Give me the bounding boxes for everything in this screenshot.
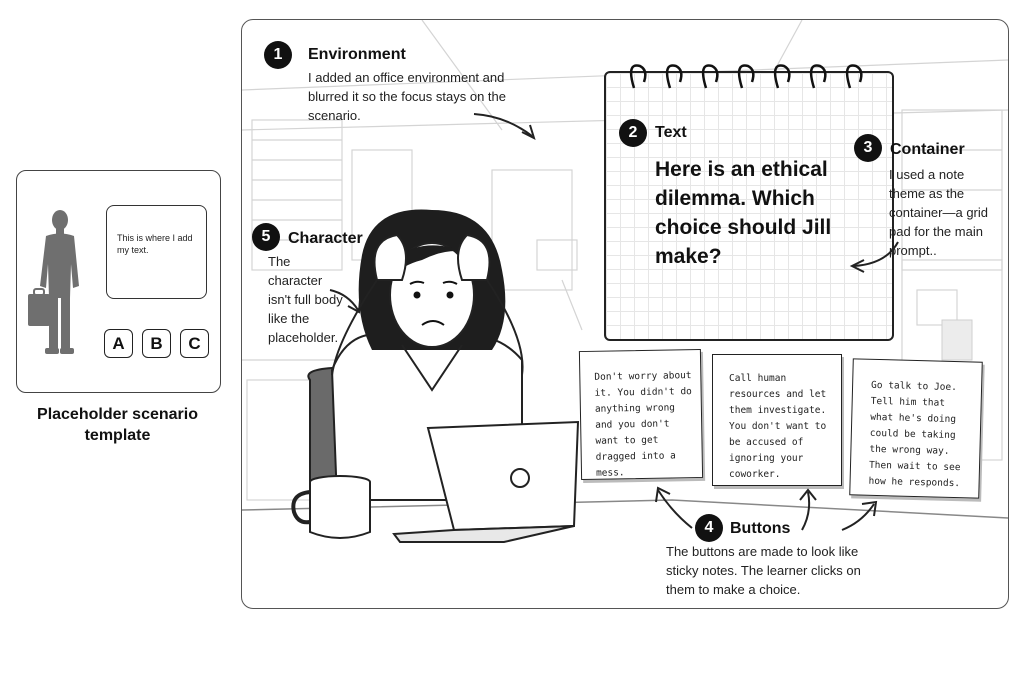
container-description: I used a note theme as the container—a g… — [889, 167, 988, 258]
choice-3-text: Go talk to Joe. Tell him that what he's … — [868, 379, 961, 490]
environment-title: Environment — [308, 46, 406, 63]
laptop — [392, 420, 580, 543]
placeholder-button-a[interactable]: A — [104, 329, 133, 358]
desk — [242, 499, 1008, 519]
notepad-container — [604, 71, 894, 341]
environment-description: I added an office environment and blurre… — [308, 70, 506, 123]
scenario-frame: 1 Environment I added an office environm… — [241, 19, 1009, 609]
choice-button-3[interactable]: Go talk to Joe. Tell him that what he's … — [849, 358, 983, 499]
character-arrow — [329, 289, 361, 314]
text-number-badge: 2 — [619, 119, 647, 147]
placeholder-text: This is where I add my text. — [117, 233, 193, 255]
text-title: Text — [655, 124, 687, 141]
choice-2-text: Call human resources and let them invest… — [729, 373, 827, 480]
character-description: The character isn't full body like the p… — [268, 254, 343, 345]
scenario-prompt: Here is an ethical dilemma. Which choice… — [655, 158, 832, 268]
placeholder-person-silhouette — [28, 210, 79, 354]
choice-button-2[interactable]: Call human resources and let them invest… — [712, 354, 842, 486]
placeholder-button-b[interactable]: B — [142, 329, 171, 358]
environment-number-badge: 1 — [264, 41, 292, 69]
placeholder-button-c[interactable]: C — [180, 329, 209, 358]
placeholder-text-box — [106, 205, 207, 299]
buttons-title: Buttons — [730, 520, 791, 537]
mug — [291, 475, 371, 539]
placeholder-caption: Placeholder scenario template — [37, 406, 198, 444]
notepad-spiral-rings — [629, 64, 863, 89]
choice-1-text: Don't worry about it. You didn't do anyt… — [594, 370, 692, 479]
buttons-arrows — [655, 486, 878, 531]
container-number-badge: 3 — [854, 134, 882, 162]
choice-button-1[interactable]: Don't worry about it. You didn't do anyt… — [578, 348, 704, 481]
environment-arrow — [473, 113, 536, 140]
character-title: Character — [288, 230, 363, 247]
container-arrow — [849, 241, 899, 273]
buttons-number-badge: 4 — [695, 514, 723, 542]
buttons-description: The buttons are made to look like sticky… — [666, 544, 861, 597]
character-number-badge: 5 — [252, 223, 280, 251]
container-title: Container — [890, 141, 965, 158]
